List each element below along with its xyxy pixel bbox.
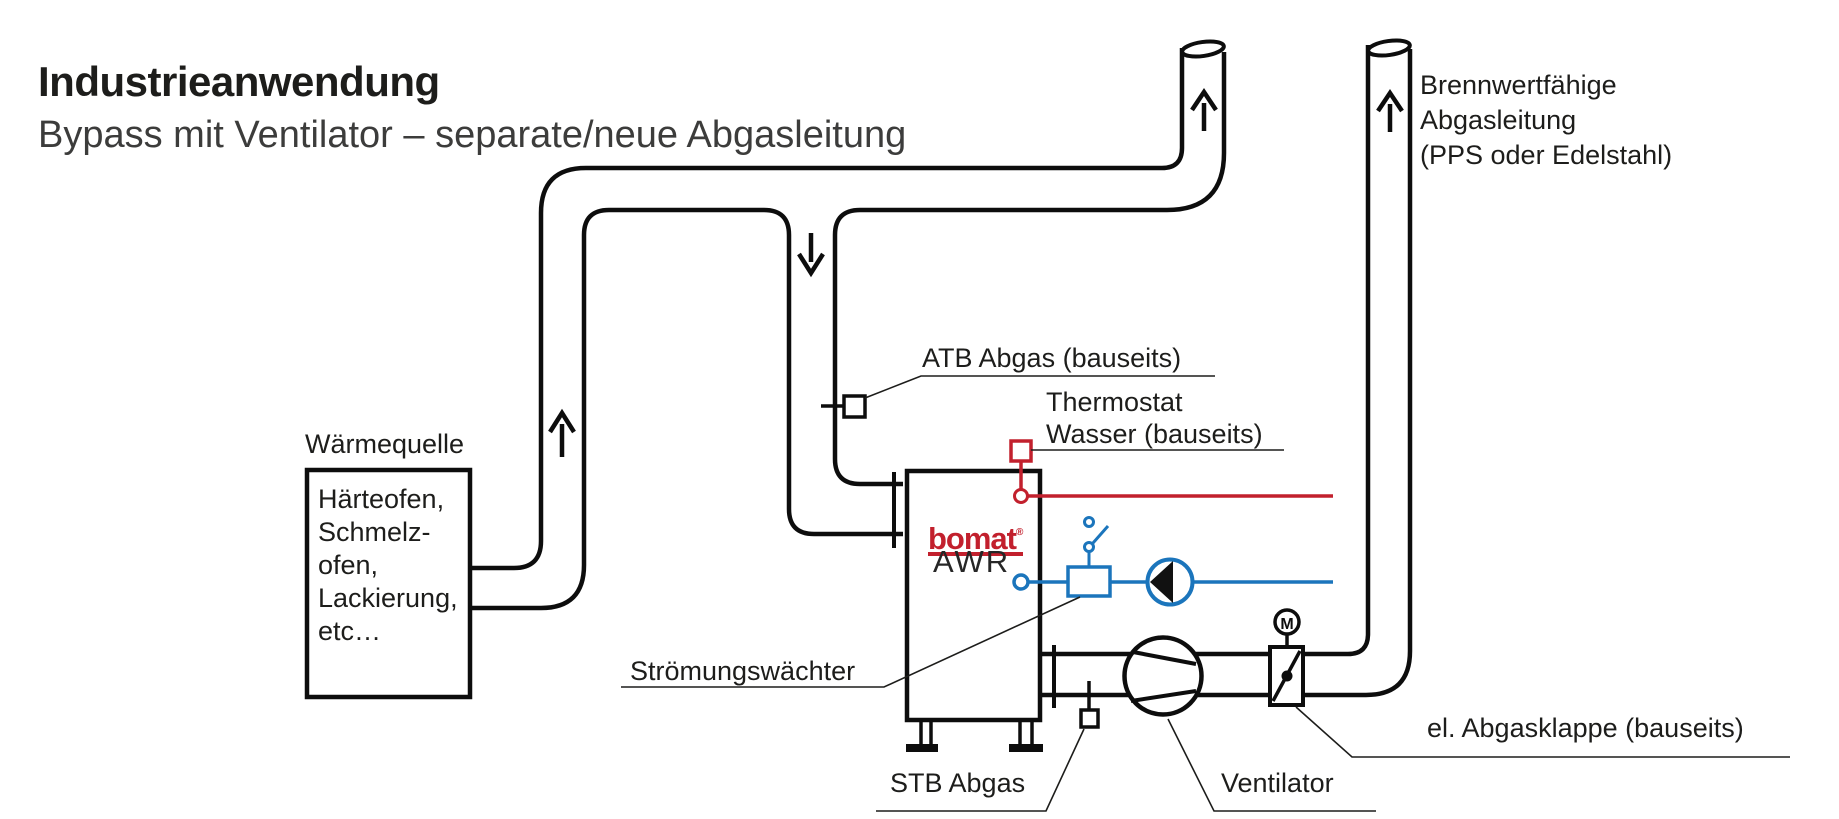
arrow-up-riser <box>548 408 576 457</box>
flue-pipe-mouth <box>1366 38 1412 58</box>
leader-stb <box>876 728 1085 812</box>
heat-source-line: ofen, <box>318 550 379 580</box>
thermostat-callout: Thermostat Wasser (bauseits) <box>1046 386 1263 450</box>
bomat-brand-text: bomat <box>928 521 1017 556</box>
arrow-up-bypass-pipe <box>1190 87 1218 131</box>
water-port-circle <box>1012 573 1030 591</box>
arrow-down-branch <box>797 233 825 278</box>
foot-right-base <box>1009 744 1043 752</box>
heat-source-box <box>304 467 473 700</box>
page-title: Industrieanwendung <box>38 58 440 105</box>
damper-motor-label: M <box>1280 616 1293 633</box>
bomat-brand-logo: bomat® <box>928 520 1024 556</box>
bypass-pipe-mouth <box>1180 39 1226 59</box>
heat-source-line: Lackierung, <box>318 583 458 613</box>
flue-pipe-label-line: Abgasleitung <box>1420 105 1577 135</box>
duct-inner-bottom-run <box>470 207 903 611</box>
flow-switch-contact-lower <box>1083 541 1095 553</box>
flue-pipe-label: Brennwertfähige Abgasleitung (PPS oder E… <box>1420 68 1672 173</box>
flow-switch-body <box>1066 565 1112 598</box>
flow-switch-blade <box>1091 525 1110 544</box>
duct-outer-top-run <box>470 48 1185 571</box>
atb-sensor-square <box>842 394 867 419</box>
registered-mark-icon: ® <box>1016 527 1024 538</box>
duct-bottom-bottom-line <box>1042 49 1413 698</box>
foot-left-base <box>906 744 938 752</box>
unit-model-label: AWR <box>933 544 1011 579</box>
pump-triangle <box>1150 561 1173 603</box>
flow-switch-contact-upper <box>1083 516 1095 528</box>
fan-callout: Ventilator <box>1221 768 1334 798</box>
stb-callout: STB Abgas <box>890 768 1026 798</box>
thermostat-callout-line: Wasser (bauseits) <box>1046 419 1263 449</box>
leader-atb <box>864 375 1215 399</box>
thermostat-port-circle <box>1013 488 1029 504</box>
heat-source-line: etc… <box>318 616 382 646</box>
damper-motor-circle <box>1273 608 1301 636</box>
heat-source-line: Schmelz- <box>318 517 431 547</box>
damper-pivot-dot <box>1281 670 1293 682</box>
heat-source-examples: Härteofen, Schmelz- ofen, Lackierung, et… <box>318 483 458 648</box>
flow-monitor-callout: Strömungswächter <box>630 656 856 686</box>
leader-flap <box>1295 706 1790 758</box>
flap-callout: el. Abgasklappe (bauseits) <box>1427 713 1744 743</box>
duct-bottom-top-line <box>1042 45 1371 657</box>
leader-flow-monitor <box>621 596 1081 688</box>
flue-pipe-label-line: (PPS oder Edelstahl) <box>1420 140 1673 170</box>
duct-branch-to-unit <box>832 52 1227 487</box>
flue-pipe-label-line: Brennwertfähige <box>1420 70 1617 100</box>
fan-symbol <box>1122 635 1204 717</box>
thermostat-square <box>1009 439 1033 463</box>
thermostat-callout-line: Thermostat <box>1046 387 1183 417</box>
atb-callout: ATB Abgas (bauseits) <box>922 343 1182 373</box>
heat-source-label: Wärmequelle <box>305 429 465 459</box>
leader-fan <box>1167 718 1376 812</box>
heat-source-line: Härteofen, <box>318 484 445 514</box>
fan-blade-top <box>1132 650 1197 666</box>
arrow-up-flue-pipe <box>1376 88 1404 132</box>
page-subtitle: Bypass mit Ventilator – separate/neue Ab… <box>38 114 907 156</box>
stb-sensor-square <box>1079 708 1100 729</box>
fan-blade-bottom <box>1130 689 1197 703</box>
awr-unit-box <box>904 468 1043 723</box>
